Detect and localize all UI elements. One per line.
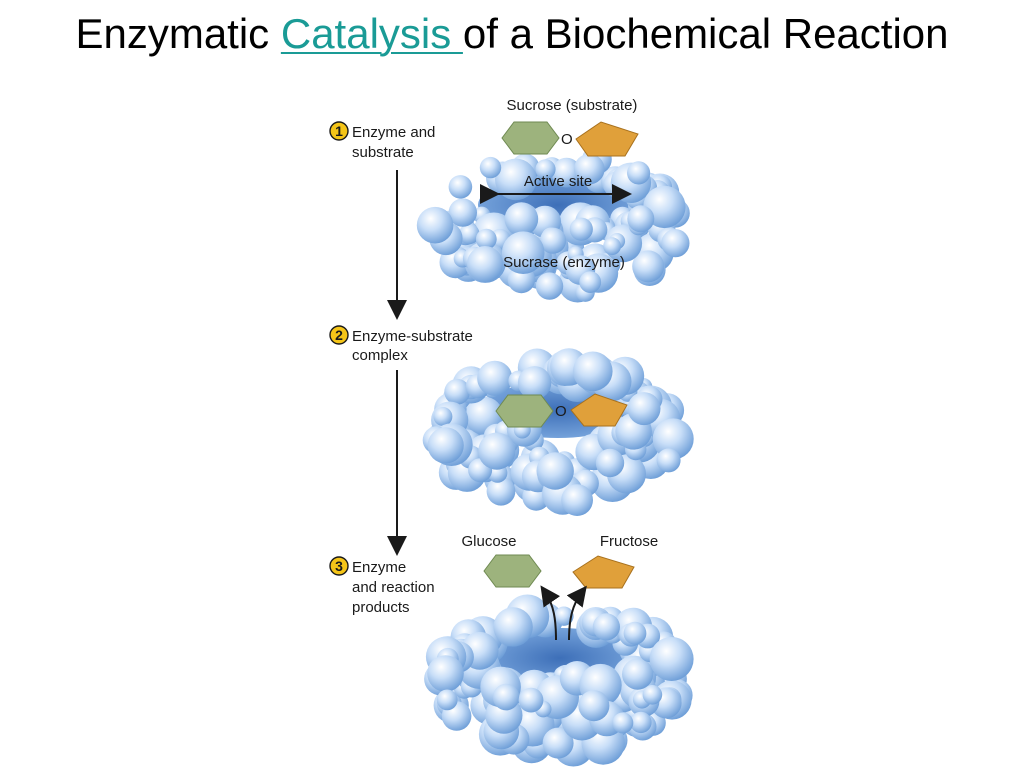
catalysis-link[interactable]: Catalysis <box>280 10 463 57</box>
enzyme-bubble <box>535 159 556 180</box>
enzyme-bubble <box>467 246 503 282</box>
enzyme-bubble <box>536 452 574 490</box>
enzyme-sucrase-1 <box>416 144 690 303</box>
enzyme-bubble <box>535 272 564 300</box>
slide-title: Enzymatic Catalysis of a Biochemical Rea… <box>0 10 1024 58</box>
enzyme-bubble <box>486 476 516 506</box>
enzyme-bubble <box>632 250 665 283</box>
enzyme-bubble <box>542 727 574 759</box>
step-1: 1 Enzyme and substrate <box>329 121 435 161</box>
enzyme-bubble <box>592 613 621 641</box>
enzyme-sucrase-2 <box>422 348 694 516</box>
enzyme-bubble <box>539 227 567 254</box>
enzyme-bubble <box>652 418 694 460</box>
step-3-number: 3 <box>335 558 343 574</box>
enzyme-bubble <box>416 206 454 244</box>
title-suffix: of a Biochemical Reaction <box>462 10 949 57</box>
enzyme-bubble <box>504 202 539 236</box>
enzyme-bubble <box>427 655 464 692</box>
enzyme-bubble <box>477 360 513 396</box>
enzyme-label: Sucrase (enzyme) <box>503 254 625 271</box>
step-1-number: 1 <box>335 123 343 139</box>
enzyme-bubble <box>554 606 574 626</box>
enzyme-bubble <box>479 156 502 179</box>
step-2: 2 Enzyme-substrate complex <box>329 325 473 364</box>
fructose-pentagon-3 <box>572 555 635 589</box>
glucose-hexagon-3 <box>483 554 542 588</box>
enzyme-bubble <box>603 237 621 256</box>
step-3-label-line1: Enzyme <box>352 559 406 576</box>
enzyme-bubble <box>448 175 473 199</box>
enzyme-bubble <box>612 712 634 734</box>
step-3: 3 Enzyme and reaction products <box>329 556 435 616</box>
enzyme-bubble <box>579 271 602 293</box>
enzyme-bubble <box>574 153 605 185</box>
enzyme-bubble <box>623 621 647 645</box>
step-2-badge <box>329 325 349 345</box>
enzyme-bubble <box>517 366 552 400</box>
enzyme-bubble <box>622 658 654 690</box>
enzyme-bubble <box>501 231 545 274</box>
enzyme-sucrase-3 <box>424 594 694 767</box>
enzyme-bubble <box>627 392 661 426</box>
enzyme-bubble <box>427 427 464 464</box>
enzyme-bubble <box>518 687 544 713</box>
fructose-pentagon-1 <box>575 121 639 157</box>
title-prefix: Enzymatic <box>75 10 281 57</box>
bond-o-complex-label: O <box>555 403 567 420</box>
enzyme-bubble <box>642 685 663 705</box>
active-site-label: Active site <box>524 173 592 190</box>
glucose-label: Glucose <box>461 533 516 550</box>
enzyme-bubble <box>627 161 651 185</box>
step-3-label-line2: and reaction <box>352 579 435 596</box>
enzyme-bubble <box>569 217 593 241</box>
fructose-label: Fructose <box>600 533 658 550</box>
enzyme-bubble <box>493 607 533 647</box>
enzyme-bubble <box>475 228 497 250</box>
enzyme-bubble <box>459 223 480 245</box>
step-2-number: 2 <box>335 327 343 343</box>
glucose-hexagon-1 <box>501 121 560 155</box>
enzyme-bubble <box>627 205 655 233</box>
bond-o-label: O <box>561 131 573 148</box>
enzyme-bubble <box>444 378 471 405</box>
step-1-badge <box>329 121 349 141</box>
enzyme-bubble <box>551 157 582 188</box>
enzyme-bubble <box>448 198 477 227</box>
step-1-label-line1: Enzyme and <box>352 124 435 141</box>
step-2-label-line1: Enzyme-substrate <box>352 328 473 345</box>
enzyme-bubble <box>578 690 610 722</box>
enzyme-bubble <box>433 407 453 426</box>
enzyme-bubble <box>595 448 625 478</box>
substrate-label: Sucrose (substrate) <box>507 97 638 114</box>
glucose-hexagon-2 <box>495 394 554 428</box>
fructose-pentagon-2 <box>570 393 628 427</box>
enzyme-bubble <box>573 351 613 392</box>
step-3-label-line3: products <box>352 599 410 616</box>
enzyme-bubble <box>656 448 681 473</box>
enzyme-bubble <box>661 229 690 258</box>
enzyme-bubble <box>492 683 520 711</box>
release-arrow-left <box>540 585 561 641</box>
enzyme-bubble <box>561 484 593 516</box>
step-1-label-line2: substrate <box>352 144 414 161</box>
enzyme-bubble <box>630 711 652 734</box>
enzyme-bubble <box>436 689 458 711</box>
release-arrow-right <box>566 585 587 641</box>
enzyme-bubble <box>649 637 694 681</box>
enzyme-bubble <box>478 432 516 470</box>
step-3-badge <box>329 556 349 576</box>
step-2-label-line2: complex <box>352 347 408 364</box>
